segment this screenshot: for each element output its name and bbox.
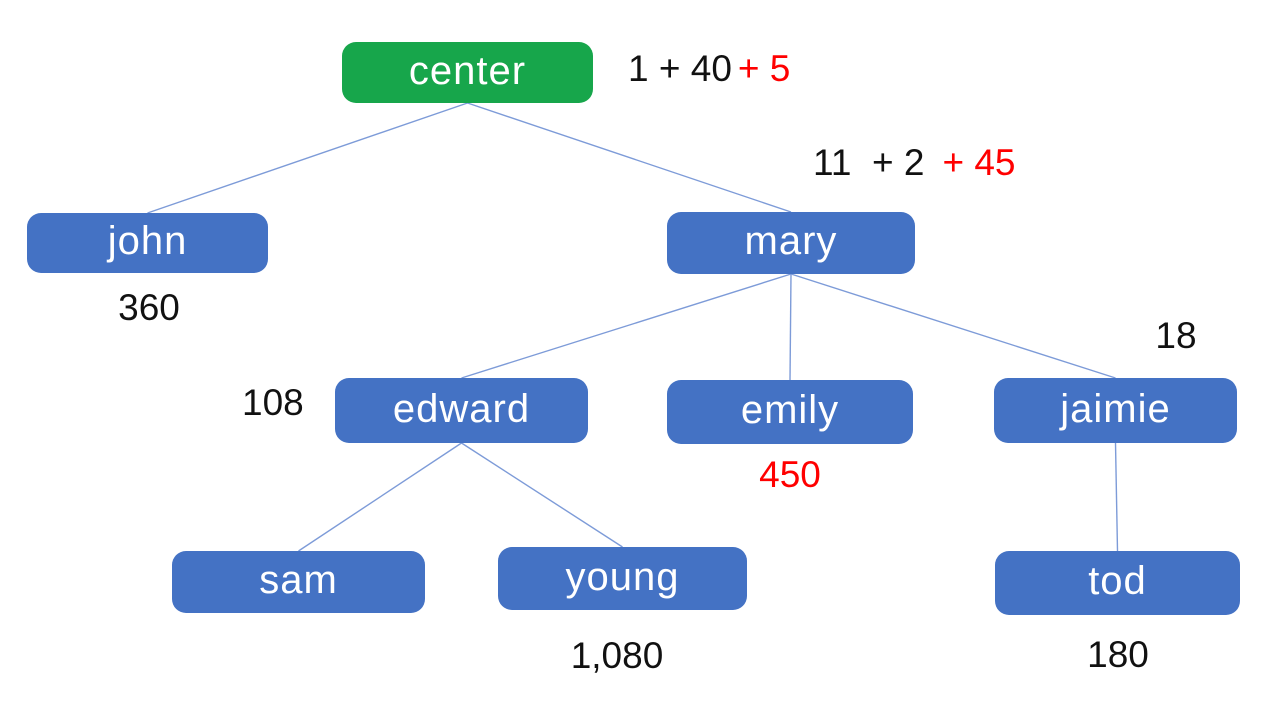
- annotation-part: 108: [242, 382, 304, 423]
- node-label-emily: emily: [740, 388, 840, 432]
- node-emily: emily: [667, 380, 913, 444]
- node-tod: tod: [995, 551, 1240, 615]
- node-label-mary: mary: [744, 219, 838, 263]
- edge-center-mary: [467, 102, 792, 213]
- node-label-sam: sam: [259, 558, 338, 602]
- edge-edward-young: [461, 442, 623, 548]
- annotation-part: + 5: [737, 48, 791, 89]
- annotation-part: 18: [1155, 315, 1197, 356]
- node-label-jaimie: jaimie: [1060, 386, 1171, 431]
- node-label-center: center: [408, 48, 527, 93]
- edge-mary-edward: [461, 273, 792, 379]
- node-label-edward: edward: [392, 386, 531, 431]
- node-young: young: [498, 547, 747, 610]
- annotation-part: + 45: [942, 142, 1016, 183]
- annotation-part: 360: [118, 287, 180, 328]
- node-edward: edward: [335, 378, 588, 443]
- annotation-part: 1 + 40: [628, 48, 732, 89]
- edge-center-john: [147, 102, 468, 214]
- annotation-part: 1,080: [570, 635, 664, 676]
- annotation-jaimie-value: 18: [1155, 317, 1196, 354]
- node-label-john: john: [107, 219, 188, 263]
- node-center: center: [342, 42, 593, 103]
- annotation-edward-value: 108: [242, 384, 304, 421]
- annotation-john-value: 360: [118, 289, 180, 326]
- annotation-mary-calc: 11 + 2 + 45: [813, 144, 1015, 181]
- edge-jaimie-tod: [1114, 442, 1119, 552]
- annotation-center-calc: 1 + 40+ 5: [628, 50, 790, 87]
- annotation-tod-value: 180: [1087, 636, 1149, 673]
- node-jaimie: jaimie: [994, 378, 1237, 443]
- node-mary: mary: [667, 212, 915, 274]
- annotation-young-value: 1,080: [571, 637, 664, 674]
- annotation-part: 11 + 2: [813, 142, 925, 183]
- annotation-part: 180: [1087, 634, 1149, 675]
- annotation-emily-value: 450: [759, 456, 821, 493]
- node-label-young: young: [565, 554, 680, 599]
- annotation-part: 450: [759, 454, 821, 495]
- edge-mary-emily: [789, 273, 792, 381]
- node-john: john: [27, 213, 268, 273]
- edge-mary-jaimie: [790, 273, 1116, 379]
- node-label-tod: tod: [1088, 559, 1147, 603]
- edge-edward-sam: [298, 442, 462, 552]
- node-sam: sam: [172, 551, 425, 613]
